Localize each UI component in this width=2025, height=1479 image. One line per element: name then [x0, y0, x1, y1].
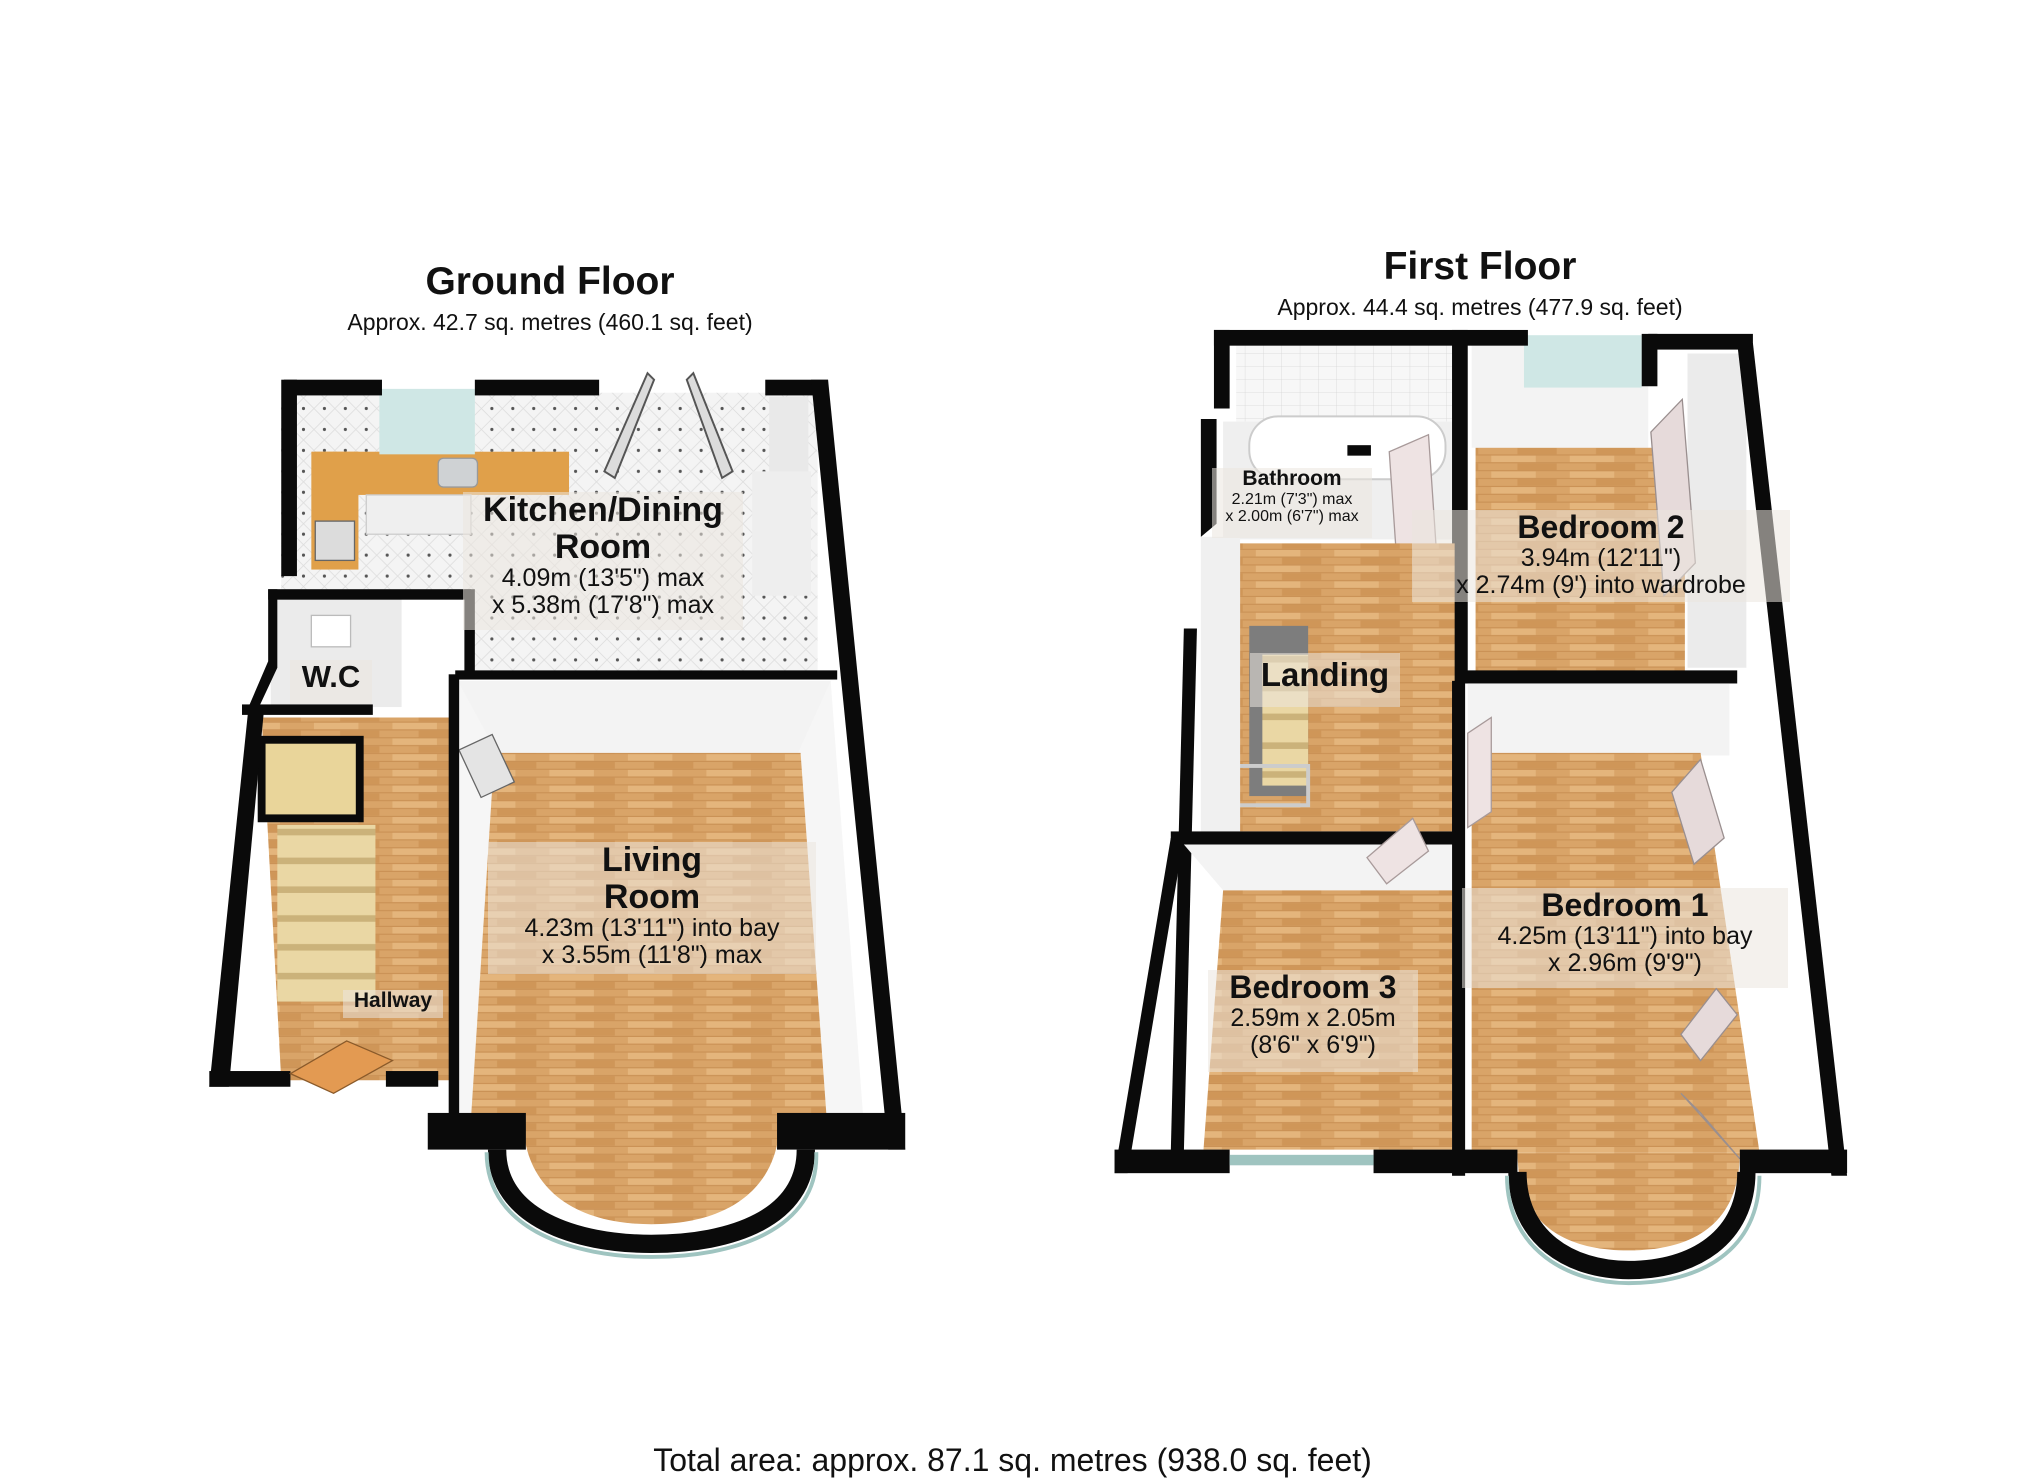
- room-dimension: 2.21m (7'3") max: [1231, 490, 1353, 508]
- wardrobe-door-3: [1680, 987, 1739, 1062]
- ground-floor-area: Approx. 42.7 sq. metres (460.1 sq. feet): [347, 309, 753, 335]
- kitchen-window: [379, 388, 475, 455]
- room-label-bathroom: Bathroom 2.21m (7'3") max x 2.00m (6'7")…: [1212, 467, 1372, 538]
- room-name-line2: Room: [603, 877, 701, 916]
- bedroom-1-bay-floor: [1517, 1152, 1740, 1251]
- total-area: Total area: approx. 87.1 sq. metres (938…: [653, 1442, 1372, 1478]
- bathroom-wall-tiles: [1236, 343, 1459, 422]
- room-name: Hallway: [353, 989, 433, 1012]
- bedroom-2-window: [1523, 335, 1642, 388]
- room-dimension: 4.23m (13'11") into bay: [524, 914, 780, 943]
- ground-floor-title: Ground Floor: [425, 260, 675, 303]
- french-door-left: [603, 371, 656, 480]
- room-label-bedroom-2: Bedroom 2 3.94m (12'11") x 2.74m (9') in…: [1412, 510, 1790, 602]
- first-floor-title: First Floor: [1383, 245, 1577, 288]
- bedroom-3-window: [1229, 1154, 1374, 1166]
- room-name: Bedroom 2: [1517, 509, 1685, 545]
- room-label-landing: Landing: [1250, 653, 1400, 707]
- room-name: Bedroom 1: [1541, 887, 1709, 923]
- living-room-wall-top: [457, 680, 831, 753]
- room-name: Bathroom: [1242, 467, 1342, 490]
- room-dimension: x 2.00m (6'7") max: [1225, 507, 1359, 525]
- room-label-living-room: Living Room 4.23m (13'11") into bay x 3.…: [488, 842, 816, 974]
- first-floor-area: Approx. 44.4 sq. metres (477.9 sq. feet): [1277, 294, 1683, 320]
- room-name: Kitchen/Dining: [483, 491, 723, 529]
- room-name: Living: [601, 841, 703, 879]
- room-dimension: 4.25m (13'11") into bay: [1497, 921, 1753, 950]
- kitchen-sink: [437, 457, 479, 488]
- front-door: [288, 1040, 394, 1095]
- room-dimension: 2.59m x 2.05m: [1230, 1003, 1396, 1032]
- living-room-bay-floor: [523, 1119, 780, 1225]
- room-dimension: x 2.74m (9') into wardrobe: [1456, 570, 1746, 599]
- room-label-bedroom-3: Bedroom 3 2.59m x 2.05m (8'6" x 6'9"): [1208, 970, 1418, 1072]
- living-room-radiator: [458, 733, 516, 799]
- room-label-kitchen-dining: Kitchen/Dining Room 4.09m (13'5") max x …: [463, 492, 743, 630]
- room-dimension: 4.09m (13'5") max: [501, 564, 705, 593]
- kitchen-cabinets: [365, 494, 472, 535]
- bedroom-1-wall: [1467, 683, 1730, 756]
- room-dimension: x 5.38m (17'8") max: [491, 591, 715, 620]
- french-door-right: [685, 371, 734, 480]
- wc-basin: [310, 614, 352, 648]
- living-room-bay-window: [487, 1149, 815, 1254]
- room-label-hallway: Hallway: [343, 989, 443, 1018]
- room-name: Bedroom 3: [1229, 969, 1397, 1005]
- room-dimension: 3.94m (12'11"): [1520, 543, 1682, 572]
- bedroom-1-door: [1467, 716, 1492, 829]
- kitchen-cupboard: [769, 396, 809, 476]
- room-dimension: x 3.55m (11'8") max: [541, 941, 763, 970]
- bedroom-3-door: [1366, 817, 1430, 885]
- room-label-wc: W.C: [290, 660, 372, 704]
- room-name: W.C: [301, 659, 361, 694]
- kitchen-hob: [314, 520, 356, 562]
- room-label-bedroom-1: Bedroom 1 4.25m (13'11") into bay x 2.96…: [1462, 888, 1788, 988]
- room-dimension: x 2.96m (9'9"): [1548, 948, 1702, 977]
- understairs-cupboard: [257, 735, 364, 823]
- room-dimension: (8'6" x 6'9"): [1250, 1030, 1376, 1059]
- bedroom-1-bay-window: [1508, 1171, 1756, 1280]
- wardrobe-door-2: [1671, 758, 1725, 866]
- staircase: [277, 824, 376, 1002]
- room-name-line2: Room: [554, 527, 652, 566]
- room-name: Landing: [1260, 656, 1390, 693]
